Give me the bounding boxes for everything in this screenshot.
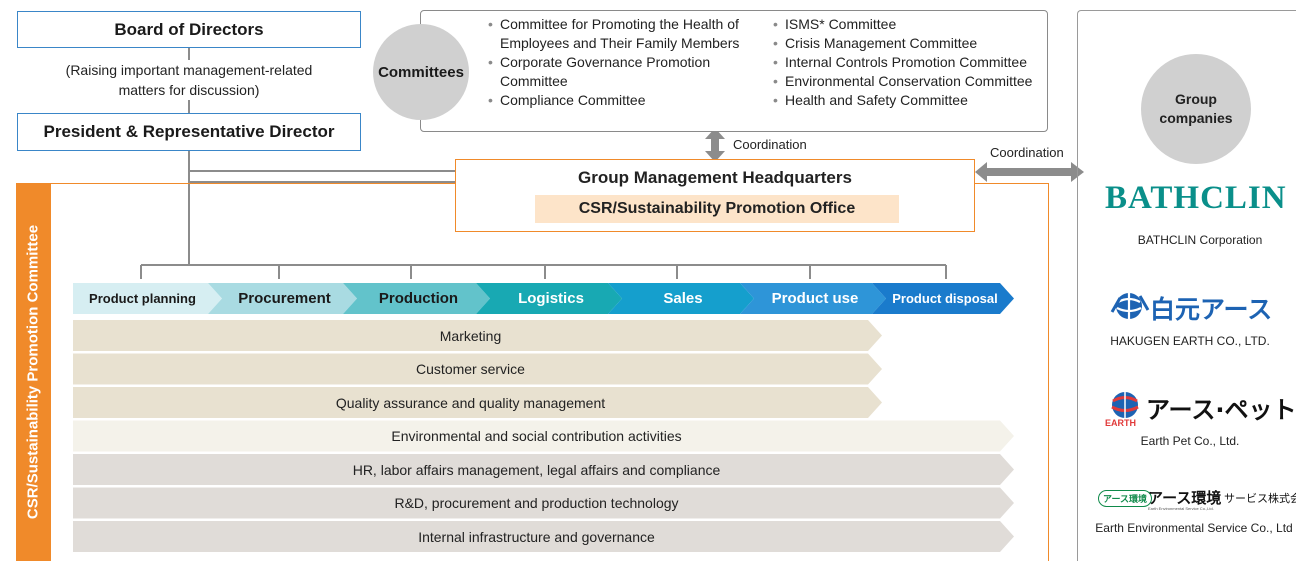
president-box: President & Representative Director xyxy=(17,113,361,151)
value-chain-step-label: Product disposal xyxy=(892,290,998,306)
hq-title: Group Management Headquarters xyxy=(578,168,852,187)
committee-item: Health and Safety Committee xyxy=(773,91,1043,110)
committees-list-right: ISMS* Committee Crisis Management Commit… xyxy=(773,15,1043,110)
function-row xyxy=(73,454,1014,485)
function-row-label: Internal infrastructure and governance xyxy=(418,528,655,545)
hakugen-logo: 白元アース xyxy=(1150,295,1273,324)
committees-label: Committees xyxy=(378,63,464,81)
committee-text-cont: Employees and Their Family Members xyxy=(500,35,740,51)
group-companies-box xyxy=(1077,10,1296,561)
value-chain-step xyxy=(740,283,886,314)
committee-text: Crisis Management Committee xyxy=(785,35,978,51)
value-chain-step-label: Product planning xyxy=(89,290,196,306)
earth-pet-logo-sub: EARTH xyxy=(1105,418,1136,428)
function-row xyxy=(73,353,882,385)
board-title: Board of Directors xyxy=(114,19,264,39)
committee-text: Committee for Promoting the Health of xyxy=(500,16,739,32)
committee-item: ISMS* Committee xyxy=(773,15,1043,34)
value-chain-step xyxy=(208,283,357,314)
value-chain-step xyxy=(872,283,1014,314)
committee-coordination-arrow xyxy=(705,128,725,162)
group-label-line1: Group xyxy=(1174,91,1217,107)
csr-office-badge: CSR/Sustainability Promotion Office xyxy=(535,195,899,223)
earth-env-logo: アース環境 xyxy=(1148,489,1222,507)
group-management-hq-box: Group Management Headquarters CSR/Sustai… xyxy=(455,159,975,232)
value-chain-step xyxy=(608,283,754,314)
committee-text: ISMS* Committee xyxy=(785,16,897,32)
value-chain-step-label: Product use xyxy=(771,289,859,307)
function-row xyxy=(73,387,882,418)
function-row-label: Customer service xyxy=(416,361,525,377)
committees-list-left: Committee for Promoting the Health of Emp… xyxy=(488,15,763,110)
hakugen-globe-icon xyxy=(1110,293,1150,319)
bathclin-logo: BATHCLIN xyxy=(1105,180,1287,216)
function-row xyxy=(73,320,882,351)
committee-text: Compliance Committee xyxy=(500,92,646,108)
function-row-label: R&D, procurement and production technolo… xyxy=(394,495,679,511)
coordination-label-horizontal: Coordination xyxy=(990,145,1064,160)
value-chain-step-label: Sales xyxy=(663,289,703,307)
function-row xyxy=(73,487,1014,519)
value-chain-step xyxy=(343,283,490,314)
committee-item: Environmental Conservation Committee xyxy=(773,72,1043,91)
bathclin-name: BATHCLIN Corporation xyxy=(1137,233,1263,247)
value-chain-step xyxy=(476,283,622,314)
value-chain-step-label: Procurement xyxy=(238,289,331,307)
value-chain-step xyxy=(73,283,222,314)
board-note-line1: (Raising important management-related xyxy=(65,62,313,78)
committee-item: Crisis Management Committee xyxy=(773,34,1043,53)
value-chain-step-label: Logistics xyxy=(518,289,584,307)
group-label-line2: companies xyxy=(1159,110,1233,126)
function-row-label: Quality assurance and quality management xyxy=(335,394,606,411)
csr-committee-bar xyxy=(16,183,51,561)
earth-env-badge: アース環境 xyxy=(1098,490,1153,507)
hakugen-name: HAKUGEN EARTH CO., LTD. xyxy=(1110,334,1270,348)
committee-item: Internal Controls Promotion Committee xyxy=(773,53,1043,72)
committee-text: Internal Controls Promotion Committee xyxy=(785,54,1027,70)
committee-text-cont: Committee xyxy=(500,73,568,89)
earth-pet-logo: アース·ペット xyxy=(1146,396,1296,424)
committee-item: Compliance Committee xyxy=(488,91,763,110)
earth-pet-name: Earth Pet Co., Ltd. xyxy=(1140,434,1240,448)
committee-text: Health and Safety Committee xyxy=(785,92,968,108)
function-row xyxy=(73,420,1014,452)
earth-env-logo-suffix: サービス株式会社 xyxy=(1224,492,1296,505)
board-of-directors-box: Board of Directors xyxy=(17,11,361,48)
earth-env-name: Earth Environmental Service Co., Ltd xyxy=(1095,521,1293,535)
earth-globe-icon xyxy=(1111,392,1139,418)
board-note: (Raising important management-related ma… xyxy=(17,60,361,100)
value-chain-step-label: Production xyxy=(378,289,459,307)
function-row-label: Environmental and social contribution ac… xyxy=(391,428,682,444)
committee-item: Committee for Promoting the Health of Emp… xyxy=(488,15,763,53)
function-row-label: HR, labor affairs management, legal affa… xyxy=(352,461,721,478)
president-title: President & Representative Director xyxy=(43,122,335,141)
function-row xyxy=(73,521,1014,552)
coordination-label-vertical: Coordination xyxy=(733,137,807,152)
committee-text: Corporate Governance Promotion xyxy=(500,54,711,70)
earth-env-logo-small: Earth Environmental Service Co.,Ltd. xyxy=(1148,506,1214,511)
board-note-line2: matters for discussion) xyxy=(118,82,260,98)
function-row-label: Marketing xyxy=(439,327,502,344)
committee-text: Environmental Conservation Committee xyxy=(785,73,1033,89)
group-companies-circle: Group companies xyxy=(1141,54,1251,164)
csr-office-label: CSR/Sustainability Promotion Office xyxy=(578,200,856,217)
committees-circle: Committees xyxy=(373,24,469,120)
